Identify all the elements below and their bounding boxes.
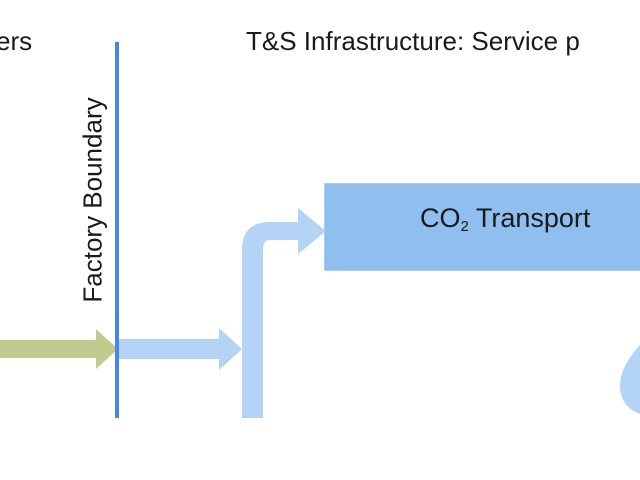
right-heading: T&S Infrastructure: Service p [246, 26, 580, 56]
factory-output-arrow [0, 329, 118, 369]
riser-to-transport-arrow [242, 208, 326, 418]
factory-boundary-label: Factory Boundary [77, 97, 108, 303]
co2-transport-label: CO2 Transport [420, 203, 590, 235]
left-heading: ers [0, 26, 33, 56]
co2-transport-box [324, 183, 640, 271]
storage-droplet-shape [620, 345, 640, 414]
co2-transport-label-suffix: Transport [468, 203, 591, 233]
co2-transport-label-prefix: CO [420, 203, 461, 233]
co2-transport-label-subscript: 2 [460, 218, 469, 235]
co2-flow-arrow [118, 328, 242, 370]
